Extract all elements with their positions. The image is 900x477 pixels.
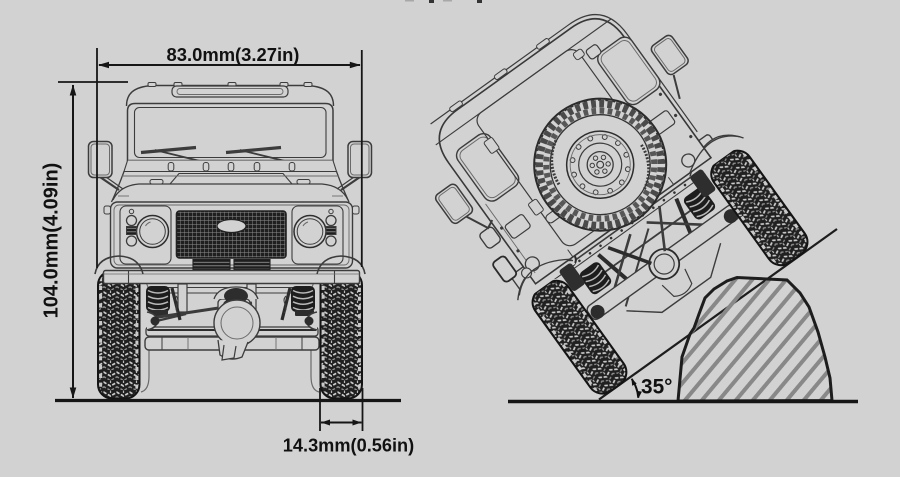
svg-text:104.0mm(4.09in): 104.0mm(4.09in) xyxy=(41,163,63,319)
svg-text:14.3mm(0.56in): 14.3mm(0.56in) xyxy=(283,436,414,456)
svg-text:35°: 35° xyxy=(641,376,672,399)
svg-text:83.0mm(3.27in): 83.0mm(3.27in) xyxy=(167,44,300,65)
